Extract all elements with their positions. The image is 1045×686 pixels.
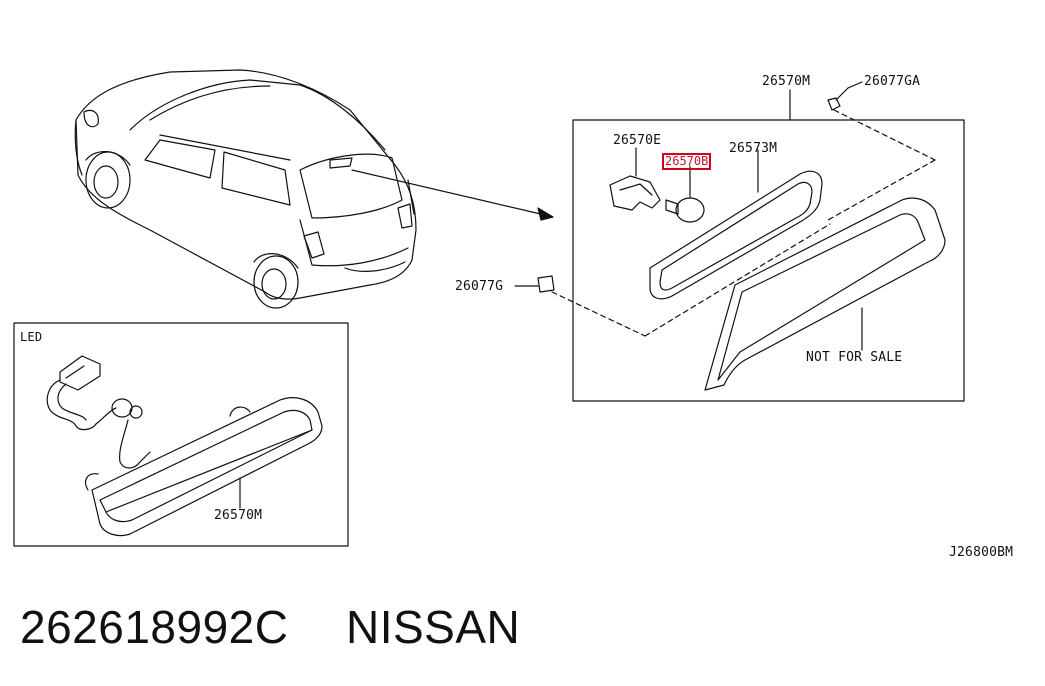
label-clip-lower: 26077G <box>455 279 504 294</box>
lens-part <box>704 197 946 391</box>
label-led-tag: LED <box>20 330 43 344</box>
pointer-arrow <box>351 169 554 221</box>
label-socket: 26570E <box>613 133 662 148</box>
label-gasket: 26573M <box>729 141 778 156</box>
led-frame <box>13 322 349 547</box>
label-lens-note: NOT FOR SALE <box>806 350 903 365</box>
label-housing-upper: 26570M <box>762 74 811 89</box>
detail-frame <box>572 119 965 402</box>
label-bulb-highlighted: 26570B <box>662 153 712 170</box>
socket-part <box>609 147 661 211</box>
part-number-caption: 262618992C <box>20 601 289 653</box>
car-illustration <box>74 69 417 309</box>
clip-upper-part <box>827 81 936 221</box>
brand-caption: NISSAN <box>346 601 521 653</box>
gasket-part <box>649 149 823 300</box>
led-lamp-illustration <box>46 355 323 537</box>
label-clip-upper: 26077GA <box>864 74 921 89</box>
figure-code: J26800BM <box>949 545 1014 560</box>
clip-lower-part <box>514 223 831 337</box>
bulb-part <box>665 165 705 223</box>
label-housing-led: 26570M <box>214 508 263 523</box>
